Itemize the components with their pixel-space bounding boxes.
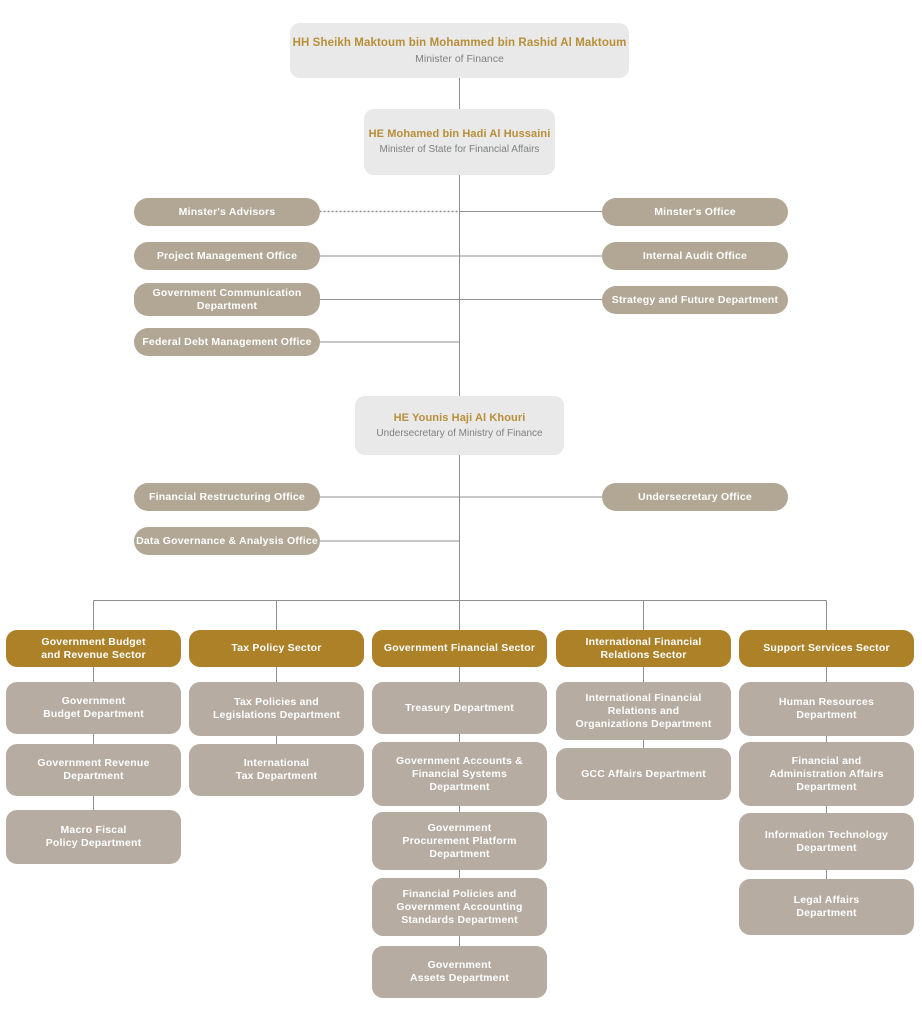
undersecretary-title: Undersecretary of Ministry of Finance: [376, 427, 543, 439]
node-tax-policies-legislations-department: Tax Policies and Legislations Department: [189, 682, 364, 736]
node-sector-tax-policy: Tax Policy Sector: [189, 630, 364, 667]
node-undersecretary-office: Undersecretary Office: [602, 483, 788, 511]
node-government-assets-department: Government Assets Department: [372, 946, 547, 998]
node-internal-audit-office: Internal Audit Office: [602, 242, 788, 270]
node-sector-government-financial: Government Financial Sector: [372, 630, 547, 667]
minister-title: Minister of Finance: [415, 52, 504, 65]
node-ministers-office: Minster's Office: [602, 198, 788, 226]
node-strategy-and-future-department: Strategy and Future Department: [602, 286, 788, 314]
node-government-accounts-financial-systems-department: Government Accounts & Financial Systems …: [372, 742, 547, 806]
node-project-management-office: Project Management Office: [134, 242, 320, 270]
node-government-budget-department: Government Budget Department: [6, 682, 181, 734]
node-federal-debt-management-office: Federal Debt Management Office: [134, 328, 320, 356]
node-international-tax-department: International Tax Department: [189, 744, 364, 796]
minister-of-state-name: HE Mohamed bin Hadi Al Hussaini: [368, 128, 551, 140]
node-human-resources-department: Human Resources Department: [739, 682, 914, 736]
node-macro-fiscal-policy-department: Macro Fiscal Policy Department: [6, 810, 181, 864]
node-sector-support-services: Support Services Sector: [739, 630, 914, 667]
node-legal-affairs-department: Legal Affairs Department: [739, 879, 914, 935]
node-government-communication-department: Government Communication Department: [134, 283, 320, 316]
minister-name: HH Sheikh Maktoum bin Mohammed bin Rashi…: [292, 36, 627, 49]
node-financial-policies-government-accounting-standards-department: Financial Policies and Government Accoun…: [372, 878, 547, 936]
node-gcc-affairs-department: GCC Affairs Department: [556, 748, 731, 800]
node-information-technology-department: Information Technology Department: [739, 813, 914, 870]
node-minister-of-state: HE Mohamed bin Hadi Al Hussaini Minister…: [364, 109, 555, 175]
undersecretary-name: HE Younis Haji Al Khouri: [393, 411, 526, 424]
node-government-revenue-department: Government Revenue Department: [6, 744, 181, 796]
node-treasury-department: Treasury Department: [372, 682, 547, 734]
minister-of-state-title: Minister of State for Financial Affairs: [379, 144, 540, 155]
node-government-procurement-platform-department: Government Procurement Platform Departme…: [372, 812, 547, 870]
node-minister: HH Sheikh Maktoum bin Mohammed bin Rashi…: [290, 23, 629, 78]
node-sector-international-financial-relations: International Financial Relations Sector: [556, 630, 731, 667]
node-ministers-advisors: Minster's Advisors: [134, 198, 320, 226]
node-data-governance-analysis-office: Data Governance & Analysis Office: [134, 527, 320, 555]
node-financial-administration-affairs-department: Financial and Administration Affairs Dep…: [739, 742, 914, 806]
node-undersecretary: HE Younis Haji Al Khouri Undersecretary …: [355, 396, 564, 455]
node-sector-government-budget-revenue: Government Budget and Revenue Sector: [6, 630, 181, 667]
node-international-financial-relations-organizations-department: International Financial Relations and Or…: [556, 682, 731, 740]
node-financial-restructuring-office: Financial Restructuring Office: [134, 483, 320, 511]
